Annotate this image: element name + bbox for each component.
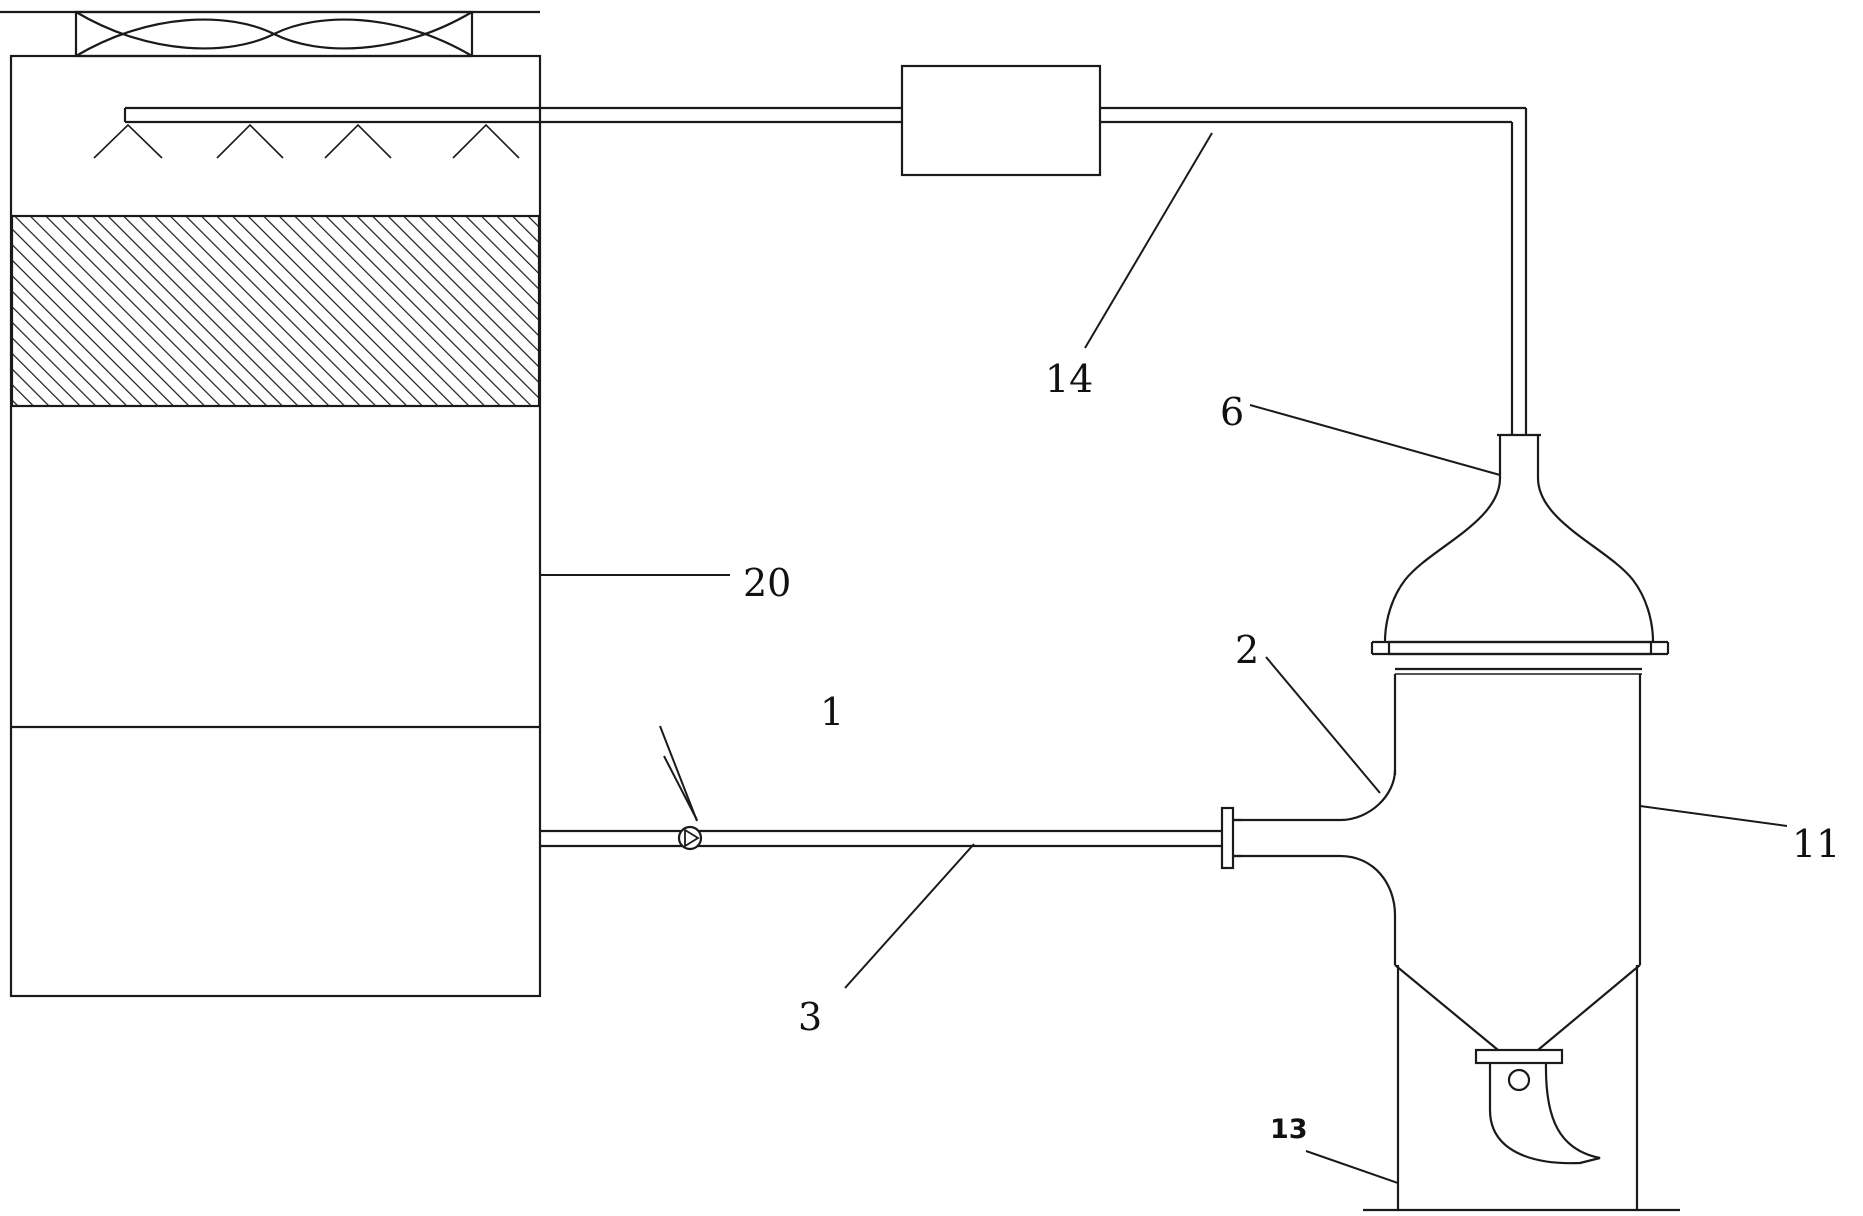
label-return-pipe: 14 [1045, 357, 1093, 401]
pipe-flange [1220, 806, 1235, 870]
spray-nozzle-icon [93, 123, 520, 159]
label-cooling-tower: 20 [743, 561, 791, 605]
label-branch-pipe: 2 [1235, 628, 1259, 672]
bottom-valve [1474, 1048, 1564, 1065]
branch-pipe [1233, 769, 1397, 916]
pump-icon [677, 825, 703, 851]
fan-icon [0, 10, 540, 58]
inlet-pipe [540, 806, 1242, 870]
cone-bottom [1394, 964, 1499, 1051]
inline-unit-box [900, 64, 1102, 177]
fill-media [10, 214, 541, 408]
dome-head [1383, 435, 1502, 643]
support-frame [1363, 965, 1680, 1212]
valve-icon [1507, 1068, 1531, 1092]
label-support-frame: 13 [1270, 1114, 1308, 1145]
return-pipe [540, 64, 1528, 435]
tank [1363, 433, 1680, 1212]
spray-header [93, 106, 540, 159]
label-tank-body: 11 [1792, 822, 1840, 866]
body-flange [1387, 640, 1653, 656]
label-top-outlet: 6 [1220, 390, 1244, 434]
label-inlet-pipe: 3 [798, 995, 822, 1039]
cooling-tower [0, 10, 542, 998]
label-pump: 1 [820, 690, 844, 734]
leader-lines [540, 132, 1788, 1184]
discharge-bend [1488, 1062, 1601, 1165]
tower-body [9, 54, 542, 998]
